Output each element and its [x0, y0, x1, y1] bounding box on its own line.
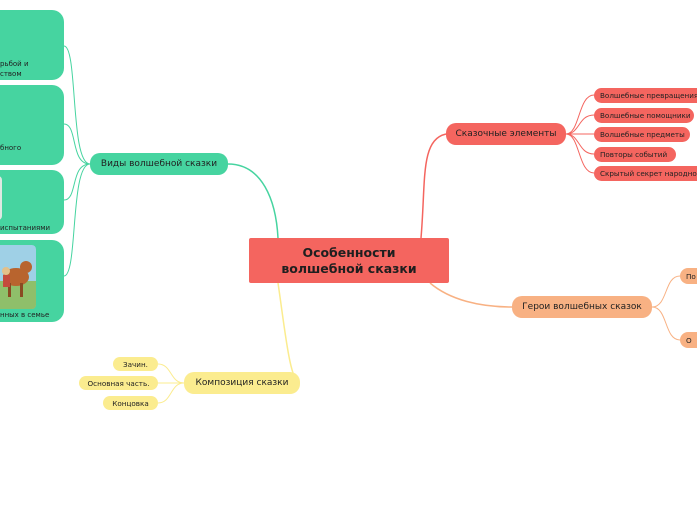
topic-fairy-heroes[interactable]: Герои волшебных сказок: [512, 296, 652, 318]
topic-label: Герои волшебных сказок: [522, 302, 642, 312]
subtopic-label: Волшебные предметы: [600, 130, 685, 139]
topic-label: Виды волшебной сказки: [100, 159, 218, 169]
card-image: [0, 176, 2, 220]
subtopic-label: Волшебные превращения: [600, 91, 697, 100]
subtopic-label: Повторы событий: [600, 150, 668, 159]
subtopic-label: Концовка: [112, 398, 149, 408]
subtopic-magic-transformations[interactable]: Волшебные превращения: [594, 88, 697, 103]
subtopic-magic-helpers[interactable]: Волшебные помощники: [594, 108, 694, 123]
topic-fairy-types[interactable]: Виды волшебной сказки: [90, 153, 228, 175]
type-card-text: нных в семье: [0, 311, 50, 319]
topic-composition[interactable]: Композиция сказки: [184, 372, 300, 394]
type-card-1[interactable]: рьбой и ством: [0, 10, 64, 80]
type-card-text: бного: [0, 144, 22, 152]
type-card-text: рьбой и: [0, 60, 29, 68]
topic-fairy-elements[interactable]: Сказочные элементы: [446, 123, 566, 145]
central-topic[interactable]: Особенности волшебной сказки: [249, 238, 449, 283]
subtopic-heroes-positive[interactable]: По: [680, 268, 697, 284]
subtopic-event-repeats[interactable]: Повторы событий: [594, 147, 676, 162]
subtopic-label: Зачин.: [123, 359, 148, 369]
type-card-text: испытаниями: [0, 224, 51, 232]
type-card-3[interactable]: испытаниями: [0, 170, 64, 234]
subtopic-heroes-negative[interactable]: О: [680, 332, 697, 348]
subtopic-magic-objects[interactable]: Волшебные предметы: [594, 127, 690, 142]
subtopic-opening[interactable]: Зачин.: [113, 357, 158, 371]
topic-label: Сказочные элементы: [455, 129, 557, 139]
subtopic-main-part[interactable]: Основная часть.: [79, 376, 158, 390]
subtopic-ending[interactable]: Концовка: [103, 396, 158, 410]
type-card-2[interactable]: бного: [0, 85, 64, 165]
card-image: [0, 245, 36, 309]
subtopic-label: Скрытый секрет народной: [600, 169, 697, 178]
type-card-text: ством: [0, 70, 22, 78]
subtopic-hidden-secret[interactable]: Скрытый секрет народной: [594, 166, 697, 181]
subtopic-label: О: [686, 335, 692, 345]
subtopic-label: Основная часть.: [87, 378, 150, 388]
topic-label: Композиция сказки: [195, 378, 289, 388]
central-topic-title: Особенности волшебной сказки: [281, 244, 417, 276]
subtopic-label: По: [686, 271, 696, 281]
type-card-4[interactable]: нных в семье: [0, 240, 64, 322]
subtopic-label: Волшебные помощники: [600, 111, 691, 120]
